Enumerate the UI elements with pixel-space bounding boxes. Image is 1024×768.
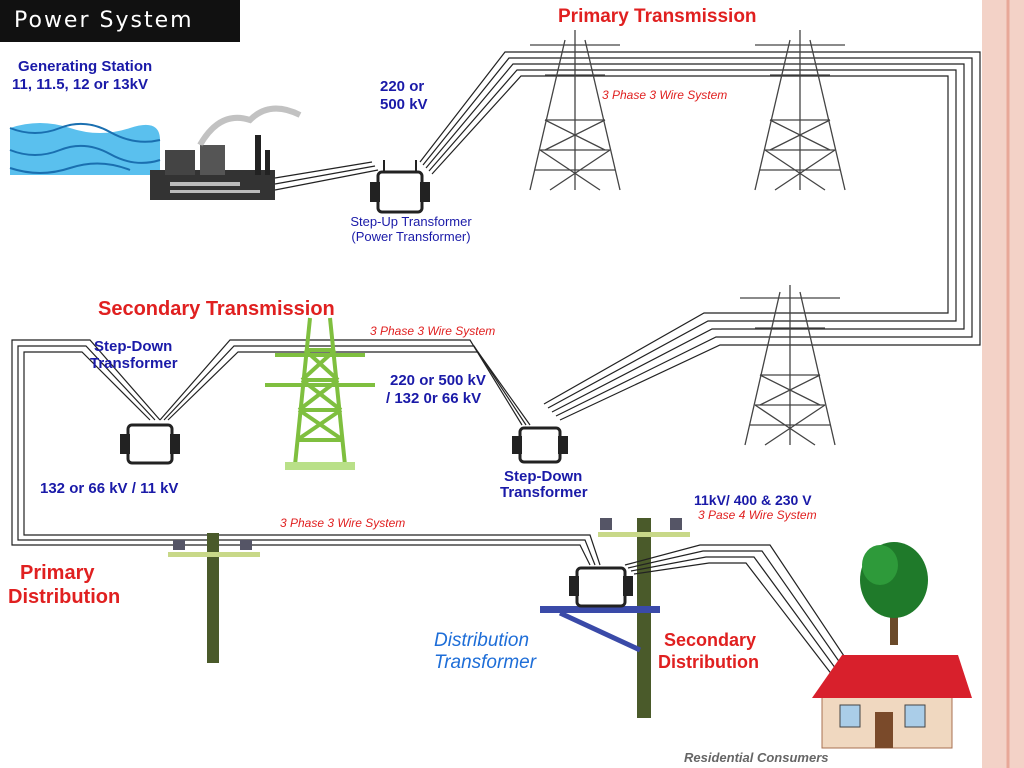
stepup-voltage-label-2: 500 kV <box>380 96 428 113</box>
distribution-transformer-icon <box>569 566 633 608</box>
step-down-transformer-right-icon <box>512 426 568 464</box>
secondary-transmission-label: Secondary Transmission <box>98 298 335 320</box>
generating-station-icon <box>9 105 302 200</box>
distribution-voltage-label: 11kV/ 400 & 230 V <box>694 492 812 508</box>
tree-icon <box>860 542 928 645</box>
primary-transmission-label: Primary Transmission <box>558 6 757 27</box>
primary-distribution-label-2: Distribution <box>8 586 121 608</box>
step-down-left-label-1: Step-Down <box>94 338 173 355</box>
secondary-transmission-lines <box>11 339 601 566</box>
primary-transmission-lines <box>419 51 981 421</box>
step-up-transformer-icon <box>370 160 430 214</box>
distribution-transformer-label-2: Transformer <box>434 652 537 673</box>
page-title: Power System <box>14 8 194 33</box>
secondary-distribution-label-2: Distribution <box>658 652 759 672</box>
secondary-tower-voltage-1: 220 or 500 kV <box>390 372 486 389</box>
house-icon <box>812 655 972 749</box>
primary-tower-right-icon <box>754 30 846 191</box>
right-border <box>982 0 1024 768</box>
secondary-tower-voltage-2: / 132 0r 66 kV <box>386 390 482 407</box>
stepup-voltage-label-1: 220 or <box>380 78 425 95</box>
step-down-right-label-2: Transformer <box>500 484 588 501</box>
primary-tower-left-icon <box>529 30 621 191</box>
generating-voltage-label: 11, 11.5, 12 or 13kV <box>12 76 148 93</box>
step-down-left-label-2: Transformer <box>90 355 178 372</box>
left-voltage-label: 132 or 66 kV / 11 kV <box>40 480 179 497</box>
residential-consumers-label: Residential Consumers <box>684 750 829 765</box>
secondary-tower-icon <box>265 317 375 466</box>
generating-station-label: Generating Station <box>18 58 153 75</box>
primary-tower-lower-icon <box>740 285 840 446</box>
primary-distribution-label-1: Primary <box>20 562 95 584</box>
step-down-right-label-1: Step-Down <box>504 468 583 485</box>
distribution-pole-icon <box>540 518 690 718</box>
stepup-transformer-label-2: (Power Transformer) <box>351 229 471 244</box>
stepup-transformer-label-1: Step-Up Transformer <box>350 214 472 229</box>
distribution-system-label: 3 Pase 4 Wire System <box>698 508 817 522</box>
secondary-distribution-label-1: Secondary <box>664 630 757 650</box>
title-bar: Power System <box>0 0 240 42</box>
distribution-transformer-label-1: Distribution <box>434 630 530 651</box>
primary-distribution-pole-icon <box>168 533 260 663</box>
step-down-transformer-left-icon <box>120 423 180 465</box>
secondary-system-label: 3 Phase 3 Wire System <box>370 324 496 338</box>
secondary-tower-base <box>285 462 355 470</box>
station-to-stepup-lines <box>274 161 379 191</box>
primary-system-label: 3 Phase 3 Wire System <box>602 88 728 102</box>
secondary-distribution-lines <box>624 544 861 681</box>
primary-distribution-system-label: 3 Phase 3 Wire System <box>280 516 406 530</box>
